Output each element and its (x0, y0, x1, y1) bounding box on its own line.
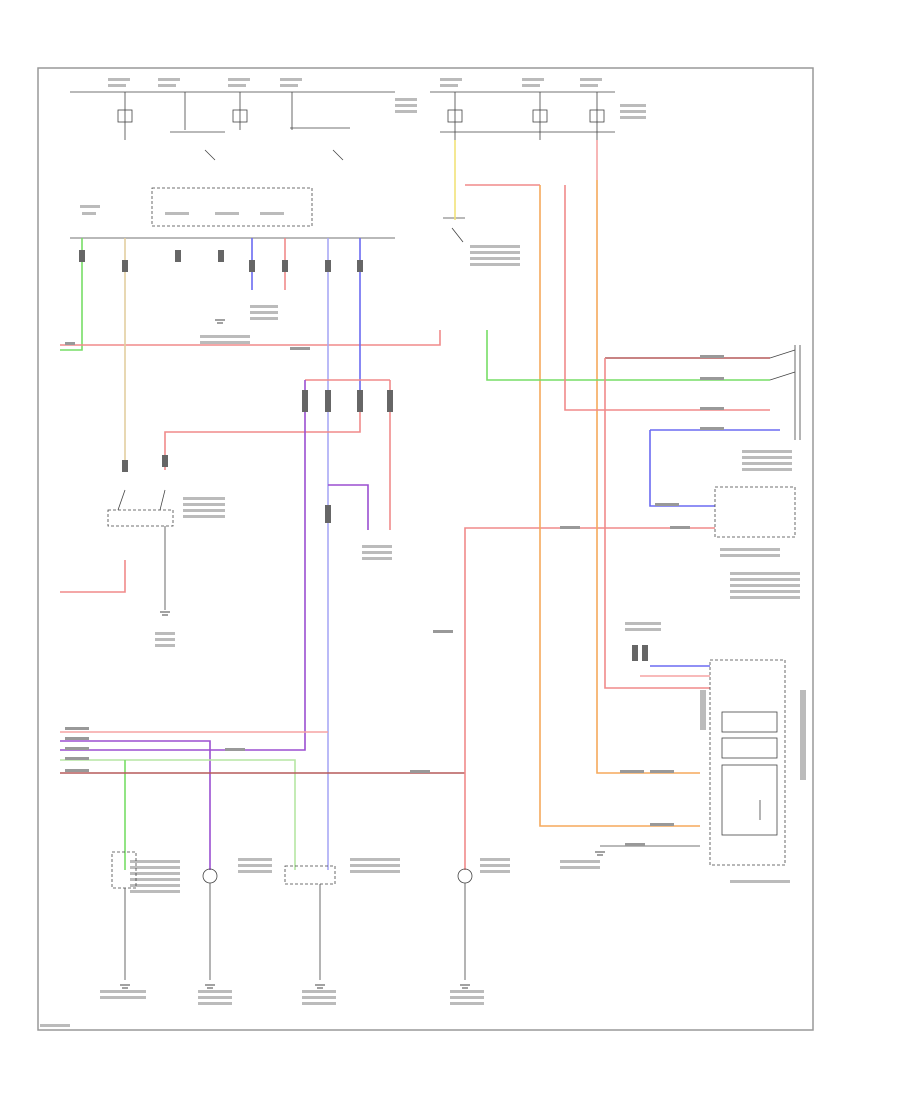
wire-purple-a (60, 380, 306, 751)
label-marks (40, 78, 806, 1027)
wire-red-upper-bus (60, 330, 441, 346)
connector-pins (79, 250, 648, 661)
wire-lightgreen-a (60, 759, 296, 870)
diagram-frame (37, 67, 814, 1031)
wire-pink-loop-right (564, 185, 770, 411)
wire-red-lower-right (604, 358, 710, 689)
wire-green-left (60, 238, 83, 351)
wire-red-left-low (60, 560, 126, 593)
wire-green-right (486, 330, 770, 381)
wire-orange-right-a (539, 185, 700, 827)
wire-purple-b (328, 484, 369, 530)
wire-purple-c (60, 740, 211, 870)
combination-meter (709, 659, 786, 866)
bottom-lamps (111, 845, 700, 980)
wire-red-vertical-mid (464, 527, 715, 870)
wire-blue-right-down (649, 430, 715, 507)
turn-signal-switch (107, 489, 174, 610)
ground-symbols (120, 319, 605, 989)
wire-red-cross (164, 400, 361, 470)
wire-orange-right-b (596, 180, 700, 774)
wire-color-labels (65, 342, 724, 846)
flasher-unit (714, 486, 796, 538)
top-fuse-block-left (70, 91, 395, 239)
top-fuse-block-right (430, 91, 615, 243)
hazard-switch (769, 345, 801, 440)
